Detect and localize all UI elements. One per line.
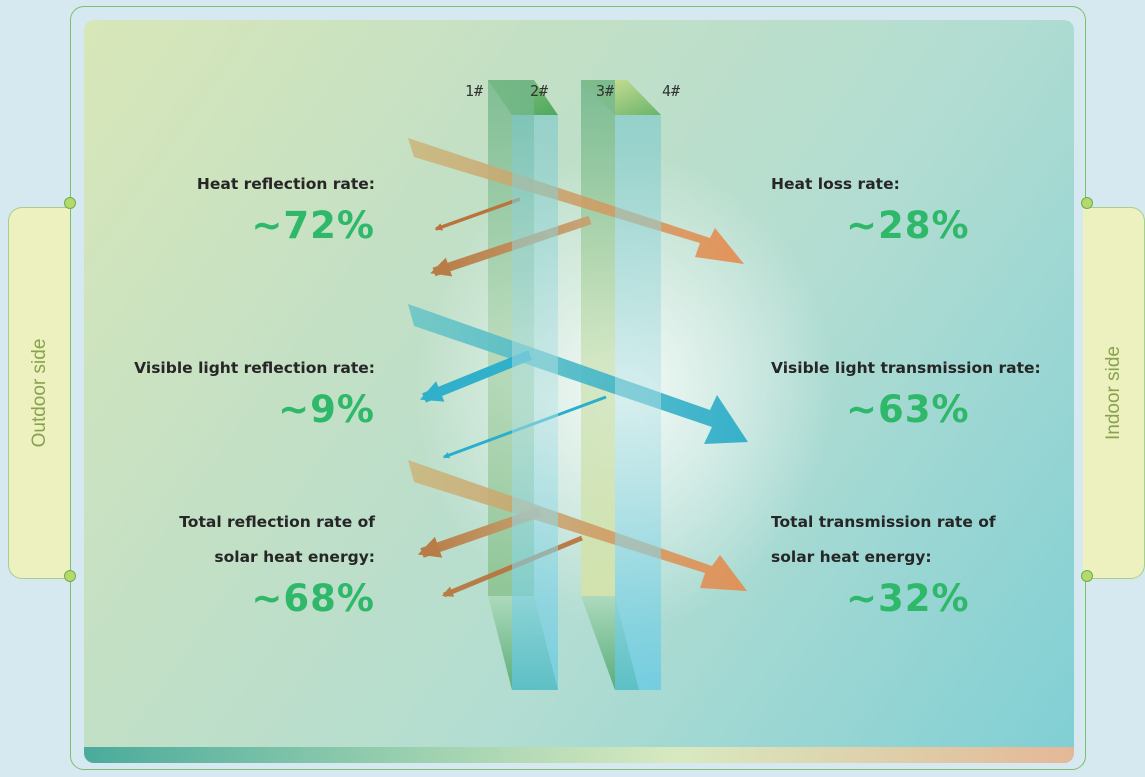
surface-label-4: 4# — [662, 82, 681, 100]
gradient-bar — [84, 747, 1074, 763]
connector-dot — [64, 197, 76, 209]
heat-reflection-value: ~72% — [251, 204, 375, 247]
solar-reflection-value: ~68% — [251, 577, 375, 620]
glass-face-2 — [512, 115, 558, 690]
heat-loss-value: ~28% — [846, 204, 970, 247]
surface-label-3: 3# — [596, 82, 615, 100]
glass-face-4 — [615, 115, 661, 690]
visible-reflection-label: Visible light reflection rate: — [134, 359, 375, 377]
solar-transmission-value: ~32% — [846, 577, 970, 620]
connector-dot — [64, 570, 76, 582]
visible-transmission-value: ~63% — [846, 388, 970, 431]
connector-dot — [1081, 197, 1093, 209]
surface-label-1: 1# — [465, 82, 484, 100]
solar-reflection-label-line1: Total reflection rate of — [179, 513, 375, 531]
surface-label-2: 2# — [530, 82, 549, 100]
heat-reflection-arrow-small — [434, 197, 521, 231]
diagram-panel — [84, 20, 1074, 763]
heat-incident-beam — [408, 138, 744, 264]
indoor-side-tab: Indoor side — [1083, 207, 1145, 579]
heat-reflection-label: Heat reflection rate: — [196, 175, 375, 193]
solar-transmission-label-line1: Total transmission rate of — [771, 513, 996, 531]
outdoor-side-tab: Outdoor side — [8, 207, 70, 579]
light-incident-beam — [408, 304, 748, 444]
connector-dot — [1081, 570, 1093, 582]
heat-loss-label: Heat loss rate: — [771, 175, 900, 193]
solar-transmission-label-line2: solar heat energy: — [771, 548, 932, 566]
solar-incident-beam — [408, 460, 747, 591]
visible-reflection-value: ~9% — [278, 388, 375, 431]
visible-transmission-label: Visible light transmission rate: — [771, 359, 1041, 377]
solar-reflection-label-line2: solar heat energy: — [214, 548, 375, 566]
